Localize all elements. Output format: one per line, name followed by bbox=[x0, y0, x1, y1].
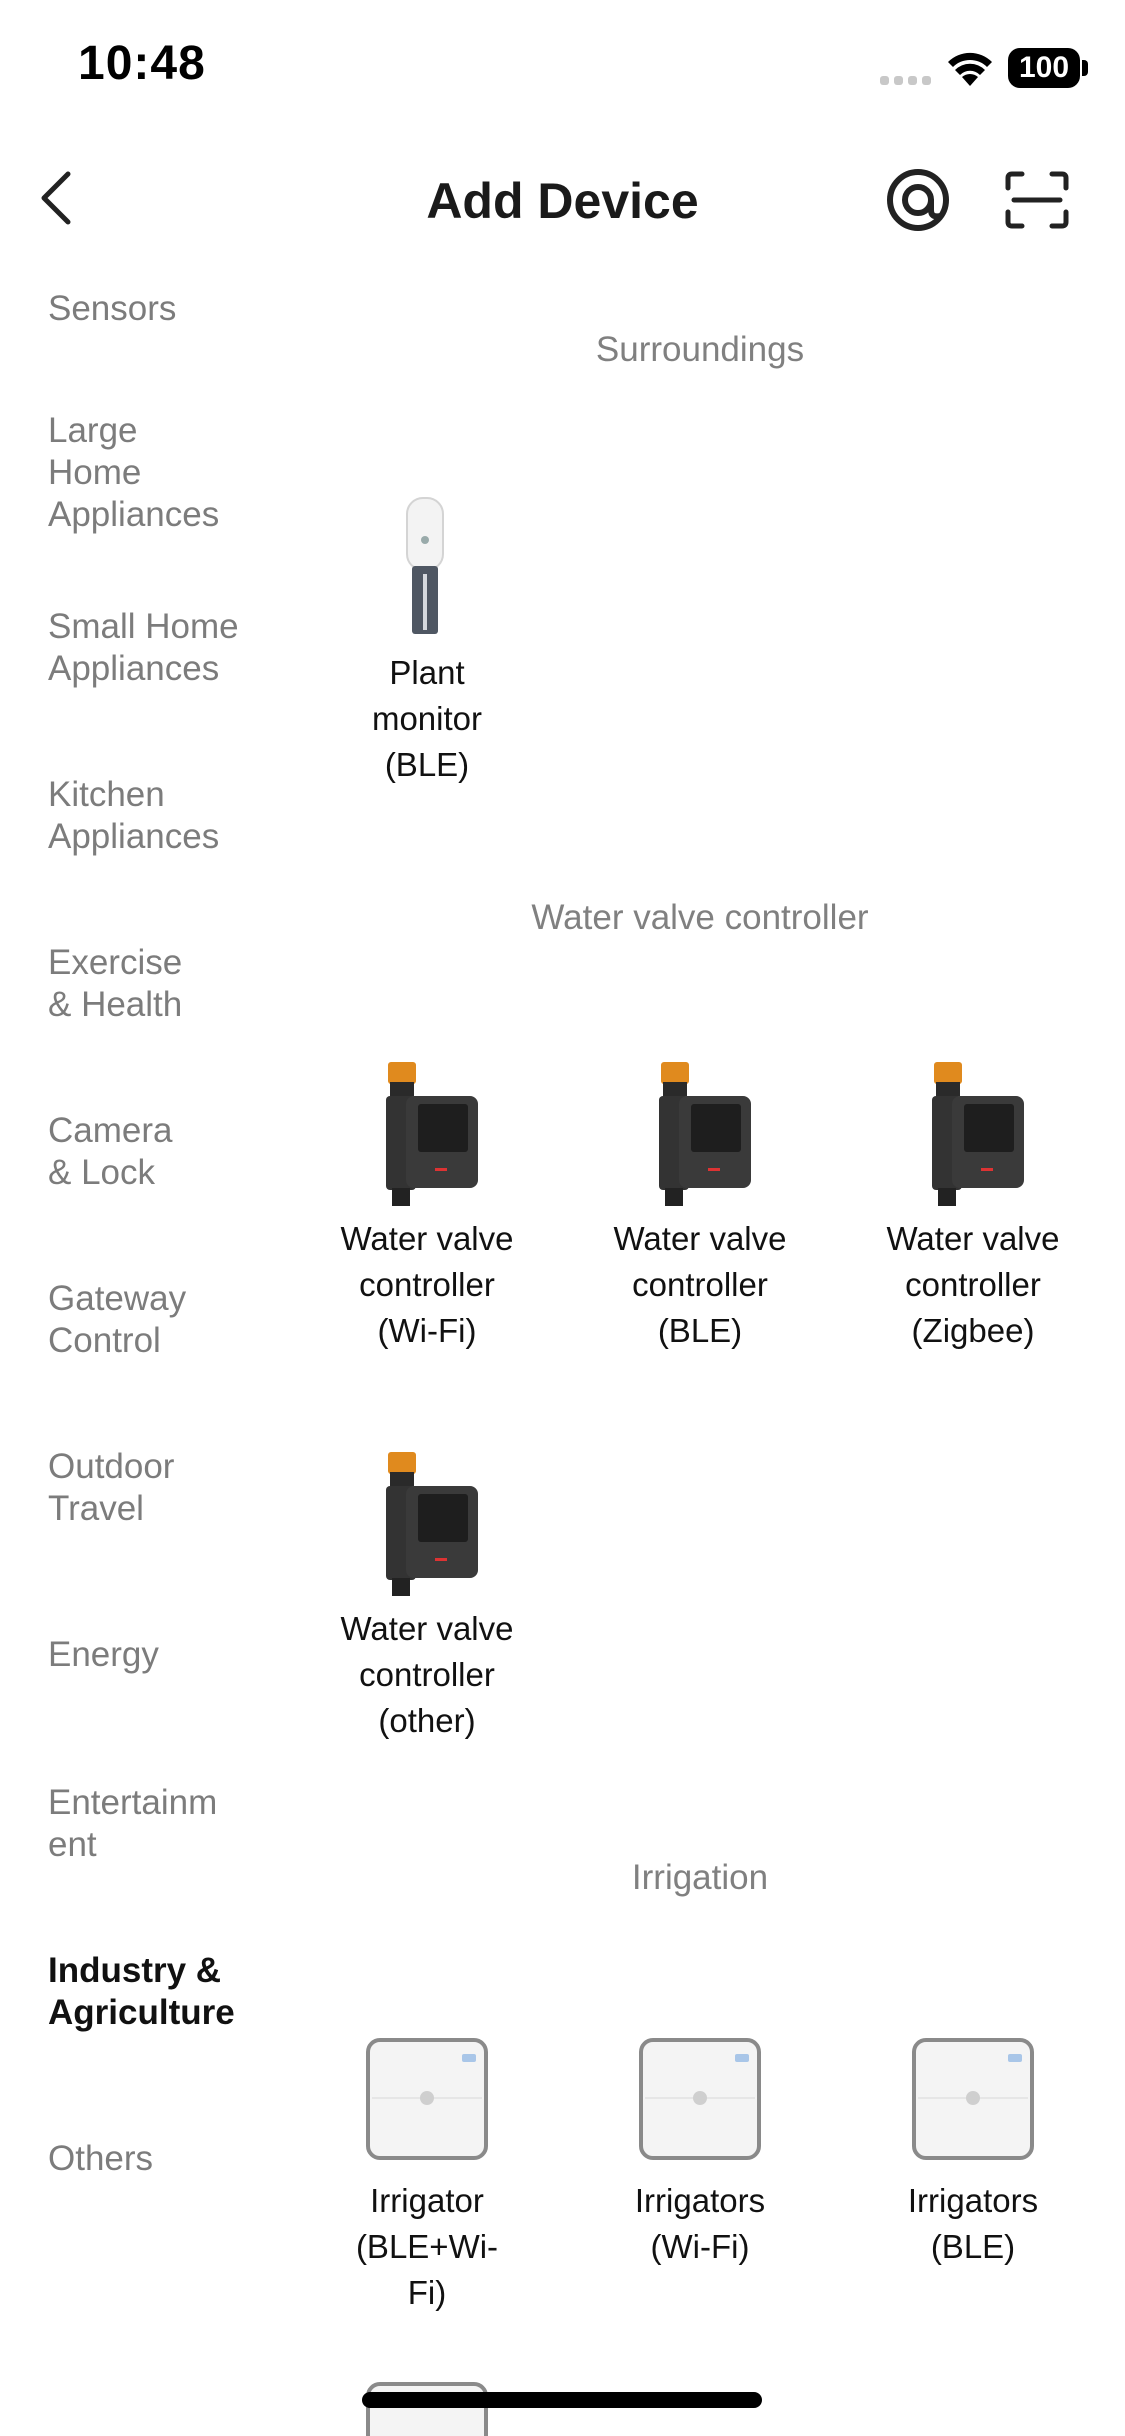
section-title-surroundings: Surroundings bbox=[595, 330, 805, 369]
status-time: 10:48 bbox=[78, 37, 206, 90]
irrigator-icon bbox=[912, 2038, 1034, 2160]
irrigator-icon bbox=[639, 2038, 761, 2160]
device-card-irrigator-ble[interactable]: Irrigators (BLE) bbox=[848, 2036, 1098, 2336]
qr-scan-icon[interactable] bbox=[1004, 170, 1070, 230]
nav-bar: Add Device bbox=[0, 140, 1125, 260]
sidebar-item-entertainment[interactable]: Entertainm ent bbox=[48, 1783, 218, 1864]
device-label: Irrigator (BLE+Wi- Fi) bbox=[355, 2182, 499, 2311]
sidebar-item-small-home-appliances[interactable]: Small Home Appliances bbox=[48, 607, 239, 688]
sidebar-item-large-home-appliances[interactable]: Large Home Appliances bbox=[48, 411, 220, 534]
device-label: Water valve controller (other) bbox=[340, 1610, 514, 1739]
water-valve-icon bbox=[659, 1062, 751, 1206]
device-label: Irrigators (BLE) bbox=[907, 2182, 1039, 2265]
section-title-water-valve-controller: Water valve controller bbox=[531, 898, 869, 937]
sidebar-item-exercise-health[interactable]: Exercise & Health bbox=[48, 943, 183, 1024]
device-card-plant-monitor[interactable]: Plant monitor (BLE) bbox=[302, 490, 552, 790]
section-title-irrigation: Irrigation bbox=[631, 1858, 769, 1897]
device-card-water-valve-zigbee[interactable]: Water valve controller (Zigbee) bbox=[848, 1060, 1098, 1360]
cellular-signal-icon bbox=[880, 76, 934, 88]
water-valve-icon bbox=[386, 1062, 478, 1206]
back-chevron-icon[interactable] bbox=[28, 168, 88, 228]
irrigator-icon-partial bbox=[366, 2382, 488, 2436]
water-valve-icon bbox=[932, 1062, 1024, 1206]
sidebar-item-kitchen-appliances[interactable]: Kitchen Appliances bbox=[48, 775, 220, 856]
device-label: Water valve controller (Wi-Fi) bbox=[340, 1220, 514, 1349]
sidebar-item-camera-lock[interactable]: Camera & Lock bbox=[48, 1111, 173, 1192]
sidebar-item-industry-agriculture[interactable]: Industry & Agriculture bbox=[48, 1951, 235, 2032]
device-card-water-valve-other[interactable]: Water valve controller (other) bbox=[302, 1450, 552, 1750]
sidebar-item-gateway-control[interactable]: Gateway Control bbox=[48, 1279, 187, 1360]
wifi-icon bbox=[948, 52, 992, 86]
irrigator-icon bbox=[366, 2038, 488, 2160]
plant-monitor-icon bbox=[406, 497, 444, 634]
status-bar: 10:48 100 bbox=[0, 0, 1125, 140]
home-indicator[interactable] bbox=[362, 2392, 762, 2408]
sidebar-item-energy[interactable]: Energy bbox=[48, 1635, 159, 1674]
device-card-water-valve-ble[interactable]: Water valve controller (BLE) bbox=[575, 1060, 825, 1360]
device-label: Water valve controller (Zigbee) bbox=[886, 1220, 1060, 1349]
device-card-irrigator-wifi[interactable]: Irrigators (Wi-Fi) bbox=[575, 2036, 825, 2336]
sidebar-item-outdoor-travel[interactable]: Outdoor Travel bbox=[48, 1447, 175, 1528]
battery-cap bbox=[1082, 60, 1088, 76]
sidebar-item-sensors[interactable]: Sensors bbox=[48, 289, 177, 328]
battery-icon: 100 bbox=[1008, 48, 1080, 88]
sidebar-item-others[interactable]: Others bbox=[48, 2139, 154, 2178]
nearby-scan-icon[interactable] bbox=[884, 166, 952, 234]
device-label: Water valve controller (BLE) bbox=[613, 1220, 787, 1349]
device-label: Irrigators (Wi-Fi) bbox=[634, 2182, 766, 2265]
device-card-irrigator-ble-wifi[interactable]: Irrigator (BLE+Wi- Fi) bbox=[302, 2036, 552, 2336]
page-title: Add Device bbox=[426, 173, 699, 229]
device-card-water-valve-wifi[interactable]: Water valve controller (Wi-Fi) bbox=[302, 1060, 552, 1360]
water-valve-icon bbox=[386, 1452, 478, 1596]
device-label: Plant monitor (BLE) bbox=[371, 654, 483, 783]
